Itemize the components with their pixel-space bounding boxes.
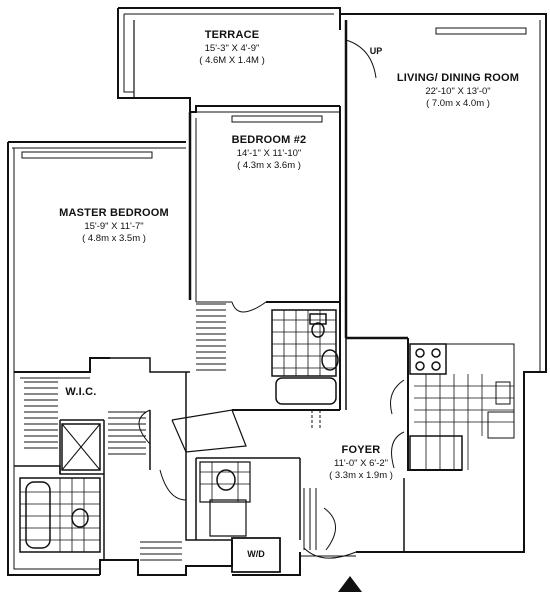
- bedroom2-dim-imperial: 14'-1" X 11'-10": [236, 147, 302, 159]
- terrace-dim-imperial: 15'-3" X 4'-9": [204, 42, 260, 54]
- kitchen: [404, 338, 514, 552]
- foyer-dim-imperial: 11'-0" X 6'-2": [333, 457, 389, 469]
- terrace-dim-metric: ( 4.6M X 1.4M ): [199, 54, 265, 66]
- hall-walls: [172, 410, 340, 540]
- living-dim-metric: ( 7.0m x 4.0m ): [426, 97, 490, 109]
- closet-hatching: [24, 304, 316, 560]
- master-dim-metric: ( 4.8m x 3.5m ): [82, 232, 146, 244]
- foyer-dim-metric: ( 3.3m x 1.9m ): [329, 469, 393, 481]
- up-label: UP: [364, 46, 388, 57]
- master-dim-imperial: 15'-9" X 11'-7": [84, 220, 144, 232]
- living-name: LIVING/ DINING ROOM: [396, 72, 520, 84]
- living-label: LIVING/ DINING ROOM 22'-10" X 13'-0" ( 7…: [380, 72, 536, 110]
- living-dim-imperial: 22'-10" X 13'-0": [425, 85, 491, 97]
- bedroom2-walls: [134, 98, 346, 410]
- wic-label: W.I.C.: [58, 386, 104, 400]
- bedroom2-label: BEDROOM #2 14'-1" X 11'-10" ( 4.3m x 3.6…: [214, 134, 324, 172]
- master-label: MASTER BEDROOM 15'-9" X 11'-7" ( 4.8m x …: [46, 207, 182, 245]
- master-walls: [14, 358, 232, 560]
- up-text: UP: [369, 46, 383, 56]
- window-marks: [22, 28, 526, 158]
- bedroom2-name: BEDROOM #2: [231, 134, 307, 146]
- entry-arrow-icon: [338, 576, 362, 592]
- bedroom2-dim-metric: ( 4.3m x 3.6m ): [237, 159, 301, 171]
- master-name: MASTER BEDROOM: [59, 207, 169, 219]
- bath-bedroom2: [272, 310, 339, 404]
- terrace-label: TERRACE 15'-3" X 4'-9" ( 4.6M X 1.4M ): [172, 29, 292, 67]
- tile-floors: [20, 310, 514, 552]
- terrace-name: TERRACE: [204, 29, 260, 41]
- exterior-walls: [8, 8, 546, 575]
- door-swings: [139, 40, 404, 558]
- bath-hall: [200, 462, 280, 572]
- washer-dryer-label: W/D: [234, 549, 278, 560]
- wic-name: W.I.C.: [65, 386, 97, 398]
- foyer-label: FOYER 11'-0" X 6'-2" ( 3.3m x 1.9m ): [318, 444, 404, 482]
- foyer-name: FOYER: [341, 444, 381, 456]
- washer-dryer-text: W/D: [247, 549, 265, 559]
